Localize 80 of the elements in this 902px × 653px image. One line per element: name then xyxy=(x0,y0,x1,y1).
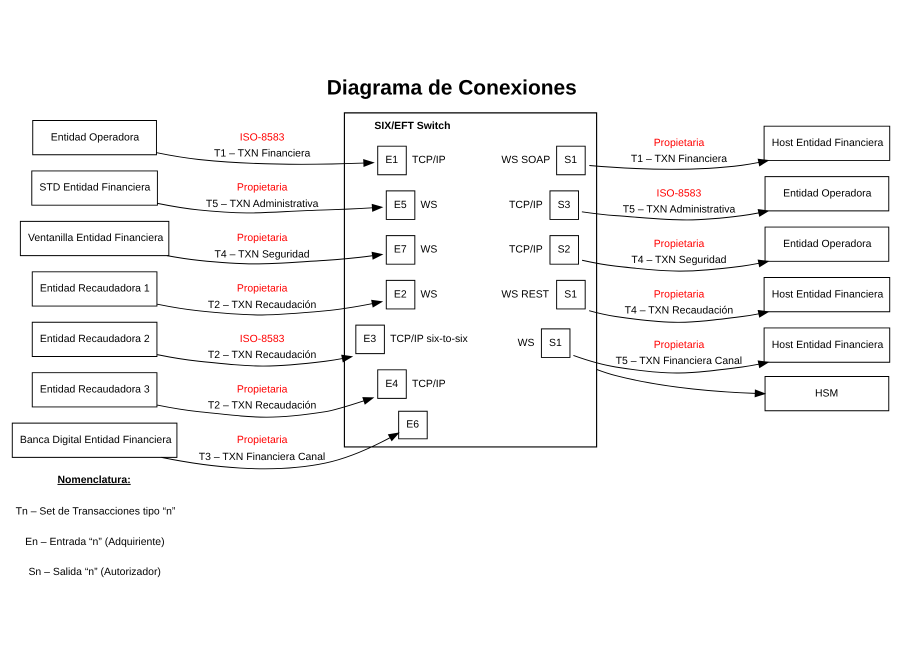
arrow xyxy=(156,354,354,366)
node-box: Entidad Operadora xyxy=(764,226,890,262)
node-box: S1 xyxy=(540,328,570,358)
arrow xyxy=(582,259,770,272)
label: Propietaria xyxy=(654,339,704,350)
node-box: S1 xyxy=(556,145,586,175)
node-label: WS xyxy=(518,337,534,348)
label: Propietaria xyxy=(654,288,704,300)
arrow xyxy=(588,158,770,170)
edge-label: T2 – TXN Recaudación xyxy=(208,400,316,412)
node-box: E5 xyxy=(386,190,416,220)
arrow xyxy=(156,152,375,167)
edge-label: T4 – TXN Seguridad xyxy=(214,248,310,260)
node-box: E1 xyxy=(377,145,407,175)
node-label: WS xyxy=(420,244,438,256)
label: ISO-8583 xyxy=(656,188,702,199)
edge-label: T1 – TXN Financiera xyxy=(214,148,310,159)
node-box: Host Entidad Financiera xyxy=(764,326,890,362)
label: Propietaria xyxy=(236,182,288,194)
edge-label: T5 – TXN Administrativa xyxy=(206,198,318,210)
arrow xyxy=(156,396,374,418)
node-box: E3 xyxy=(355,324,385,354)
label: Propietaria xyxy=(236,232,288,244)
label: ISO-8583 xyxy=(240,132,284,143)
node-box: E6 xyxy=(398,410,428,439)
node-label: WS REST xyxy=(501,288,550,300)
edge-label: T1 – TXN Financiera xyxy=(630,154,728,165)
node-box: STD Entidad Financiera xyxy=(31,170,158,206)
node-box: E7 xyxy=(386,234,416,264)
node-box: S3 xyxy=(550,190,579,220)
node-box: Host Entidad Financiera xyxy=(764,276,890,312)
label: Propietaria xyxy=(236,434,288,446)
node-box: S2 xyxy=(550,234,579,264)
node-label: TCP/IP xyxy=(412,154,446,166)
label: Propietaria xyxy=(236,384,288,395)
node-box: Ventanilla Entidad Financiera xyxy=(20,220,170,256)
label: Propietaria xyxy=(236,283,288,294)
edge-label: T5 – TXN Financiera Canal xyxy=(616,355,742,366)
arrow xyxy=(166,251,384,264)
edge-label: T2 – TXN Recaudación xyxy=(208,299,316,310)
node-box: Entidad Operadora xyxy=(32,120,157,155)
arrow xyxy=(596,368,766,397)
node-box: Entidad Recaudadora 2 xyxy=(32,321,158,356)
node-label: TCP/IP six-to-six xyxy=(390,334,468,345)
node-label: TCP/IP xyxy=(509,199,543,210)
edge-label: T4 – TXN Recaudación xyxy=(624,304,734,316)
node-box: HSM xyxy=(764,376,890,411)
cluster xyxy=(344,112,598,447)
node-box: Entidad Recaudadora 3 xyxy=(32,372,158,407)
edge-label: T5 – TXN Administrativa xyxy=(622,204,736,216)
edge-label: T4 – TXN Seguridad xyxy=(631,254,726,266)
node-box: E2 xyxy=(386,279,416,309)
edge-label: T2 – TXN Recaudación xyxy=(208,350,316,361)
label: Propietaria xyxy=(654,137,704,148)
diagram-title: Diagrama de Conexiones xyxy=(326,76,577,99)
label: Sn – Salida “n” (Autorizador) xyxy=(28,566,161,578)
node-box: Entidad Recaudadora 1 xyxy=(32,270,158,306)
arrow xyxy=(161,432,400,469)
arrow xyxy=(156,299,384,315)
node-label: TCP/IP xyxy=(412,378,446,390)
node-box: Banca Digital Entidad Financiera xyxy=(12,422,178,458)
label: Tn – Set de Transacciones tipo “n” xyxy=(16,506,176,517)
node-box: Host Entidad Financiera xyxy=(764,125,890,160)
label: Nomenclatura: xyxy=(57,474,131,486)
node-label: WS xyxy=(420,199,438,210)
node-box: S1 xyxy=(556,279,586,309)
arrow xyxy=(572,354,770,373)
label: SIX/EFT Switch xyxy=(374,120,450,132)
node-label: WS SOAP xyxy=(501,154,550,166)
label: En – Entrada “n” (Adquiriente) xyxy=(25,536,165,548)
node-label: WS xyxy=(420,288,438,300)
edge-label: T3 – TXN Financiera Canal xyxy=(198,452,326,463)
node-box: E4 xyxy=(377,368,407,398)
label: ISO-8583 xyxy=(240,334,284,345)
label: Propietaria xyxy=(654,238,704,250)
node-label: TCP/IP xyxy=(509,244,543,256)
node-box: Entidad Operadora xyxy=(764,176,890,211)
arrow xyxy=(588,309,770,322)
arrow xyxy=(157,202,384,213)
arrow xyxy=(581,208,770,220)
